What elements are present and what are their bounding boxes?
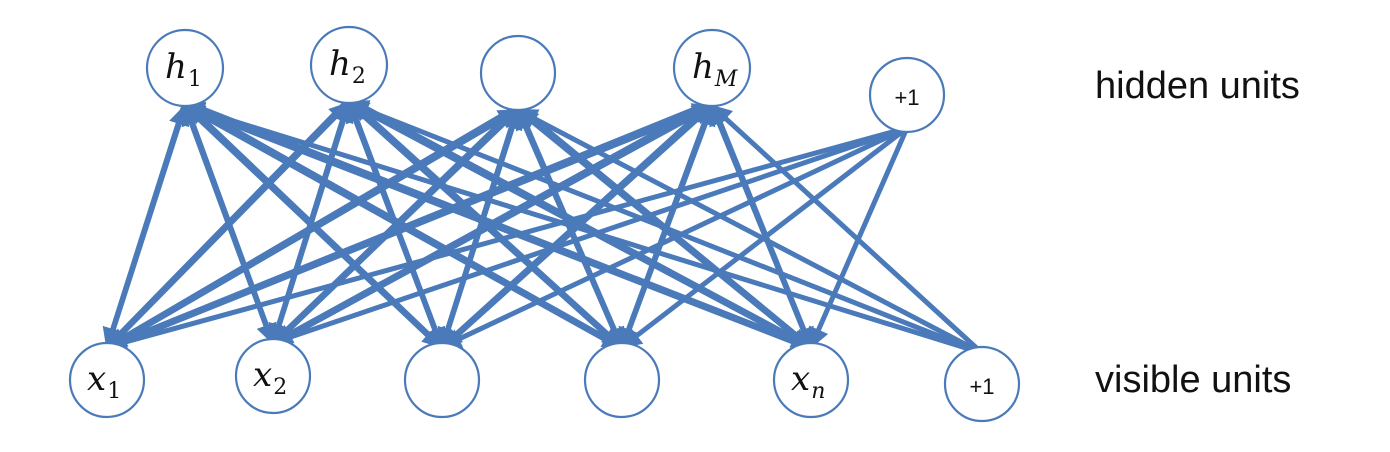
edge-h1-to-x2 <box>182 101 277 345</box>
visible-unit-label: x1 <box>87 359 121 404</box>
edge-h1-to-xn <box>184 99 813 350</box>
hidden-unit-circle <box>672 28 752 108</box>
visible-unit-circle <box>772 341 850 419</box>
edge-hM-to-x1 <box>105 99 713 350</box>
hidden-unit-circle <box>868 56 946 134</box>
visible-unit-label: x2 <box>253 355 287 400</box>
node-h3 <box>479 34 557 112</box>
visible-unit-circle <box>583 341 661 419</box>
visible-bias-label: +1 <box>969 374 994 399</box>
visible-unit-circle <box>943 345 1021 423</box>
node-xb: +1 <box>943 345 1021 423</box>
edge-xb-to-h2 <box>347 100 983 356</box>
hidden-units-label: hidden units <box>1095 65 1300 107</box>
edge-xb-to-h3 <box>516 107 984 356</box>
edge-h1-to-x1 <box>102 101 188 350</box>
edge-hb-to-x2 <box>271 125 908 347</box>
edge-xb-to-hM <box>710 104 984 355</box>
edge-h2-to-xn <box>347 96 813 350</box>
node-h2: h2 <box>309 25 389 105</box>
nodes-group: h1 h2 hM +1 x1 x2 xn +1 <box>68 25 1021 423</box>
node-xn: xn <box>772 341 850 419</box>
hidden-unit-label: hM <box>692 47 738 92</box>
edge-h1-to-x3 <box>183 100 444 349</box>
node-hM: hM <box>672 28 752 108</box>
edge-xb-to-h1 <box>182 101 983 356</box>
hidden-unit-circle <box>145 28 225 108</box>
node-x3 <box>403 341 481 419</box>
node-h1: h1 <box>145 28 225 108</box>
hidden-bias-label: +1 <box>894 85 919 110</box>
hidden-unit-circle <box>479 34 557 112</box>
hidden-unit-label: h1 <box>165 47 202 92</box>
node-x4 <box>583 341 661 419</box>
visible-unit-circle <box>68 341 146 419</box>
node-x2: x2 <box>234 337 312 415</box>
node-x1: x1 <box>68 341 146 419</box>
node-hb: +1 <box>868 56 946 134</box>
edge-h1-to-x4 <box>183 99 624 350</box>
hidden-unit-label: h2 <box>329 44 366 89</box>
visible-unit-circle <box>403 341 481 419</box>
edge-hM-to-x4 <box>618 101 715 349</box>
visible-unit-label: xn <box>791 359 825 404</box>
edge-h3-to-x3 <box>437 105 521 350</box>
visible-units-label: visible units <box>1095 359 1291 401</box>
edges-group <box>102 96 984 356</box>
visible-unit-circle <box>234 337 312 415</box>
edge-hM-to-xn <box>709 101 814 349</box>
hidden-unit-circle <box>309 25 389 105</box>
